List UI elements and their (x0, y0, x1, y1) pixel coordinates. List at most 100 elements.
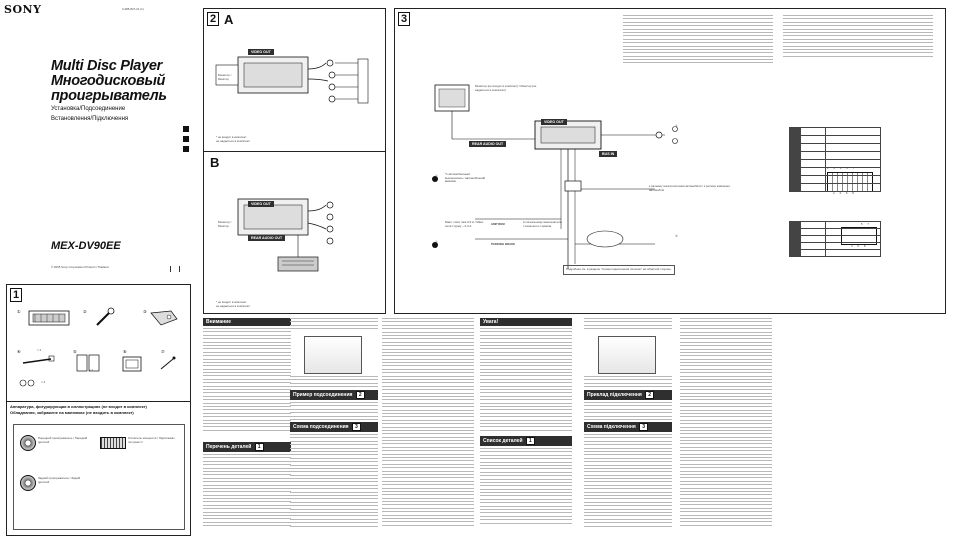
note-b-2: не надається в комплекті (216, 304, 250, 308)
equipment-caption-1: Аппаратура, фигурирующая в иллюстрациях … (10, 404, 147, 409)
copyright: © 2005 Sony Corporation Printed in Thail… (51, 265, 109, 269)
monitor-label-a: Монитор / Монітор (218, 73, 232, 81)
monitor-label: Монитор (не входит в комплект) / Монітор… (475, 84, 537, 92)
text-column-5: Приклад підключення 2 Схема підключення … (584, 318, 672, 538)
brand-logo: SONY (4, 3, 42, 16)
wiring-diagram (432, 84, 678, 269)
part-note-1: × 2 (41, 380, 46, 384)
marker-2: ② (435, 240, 438, 244)
section-2-badge: 2 (207, 12, 220, 26)
subtitle-2: Встановлення/Підключення (51, 116, 129, 122)
note-max: Макс. сила тока 0,3 А / Макс. сила струм… (445, 220, 484, 228)
heading-conn-diagram-badge: 3 (351, 423, 361, 431)
heading-conn-example-ua-text: Приклад підключення (587, 392, 642, 398)
svg-text:③: ③ (143, 309, 147, 314)
part-number: 3-285-827-21 (1) (122, 7, 144, 11)
amp-rem-label: AMP REM (491, 222, 505, 226)
note-light: К сигнальному выключателю стояночного то… (523, 220, 562, 228)
front-player-icon (20, 435, 36, 451)
equipment-box: Передний проигрыватель / Передній диспле… (13, 424, 185, 530)
note-b-1: * не входит в комплект (216, 300, 247, 304)
svg-text:⑦: ⑦ (161, 349, 165, 354)
column-2-illustration (304, 336, 362, 374)
title-en: Multi Disc Player (51, 58, 162, 74)
section-2-box: 2 A VIDEO OUT Монитор / Монітор * не вхо… (203, 8, 386, 314)
note-antenna: к разъёму электропитания автомобиля / к … (649, 184, 730, 192)
model-name: MEX-DV90EE (51, 240, 121, 252)
heading-conn-diagram-ua: Схема підключення 3 (584, 422, 672, 432)
column-5-illustration (598, 336, 656, 374)
video-out-tag: VIDEO OUT (541, 119, 567, 125)
heading-conn-diagram-ua-text: Схема підключення (587, 424, 636, 430)
section-3-notes-text-2 (783, 15, 933, 67)
section-1-badge: 1 (10, 288, 23, 302)
note-reference: Подробнее см. в разделе "Схема подключен… (563, 265, 675, 275)
heading-conn-example: Пример подсоединения 2 (290, 390, 378, 400)
heading-parts-list: Перечень деталей 1 (203, 442, 291, 452)
heading-conn-example-ua-badge: 2 (645, 391, 655, 399)
text-column-4: Увага! Список деталей 1 (480, 318, 572, 538)
svg-text:④: ④ (17, 349, 21, 354)
title-ru-2: проигрыватель (51, 88, 167, 104)
parking-brake-label: PARKING BRAKE (491, 242, 516, 246)
svg-text:②: ② (83, 309, 87, 314)
note-a-1: * не входит в комплект (216, 135, 247, 139)
text-column-3 (382, 318, 474, 538)
marker-4: ④ (675, 234, 678, 238)
pin-table-1 (789, 127, 881, 192)
pin-bottom-numbers: 2 4 6 8 (833, 190, 856, 195)
heading-conn-example-badge: 2 (355, 391, 365, 399)
heading-uvaga: Увага! (480, 318, 572, 326)
svg-text:⑤: ⑤ (73, 349, 77, 354)
front-player-label: Передний проигрыватель / Передній диспле… (38, 436, 88, 444)
heading-conn-example-text: Пример подсоединения (293, 392, 353, 398)
heading-parts-list-badge: 1 (254, 443, 264, 451)
text-column-2: Пример подсоединения 2 Схема подсоединен… (290, 318, 378, 538)
amplifier-icon (100, 437, 126, 449)
heading-parts-list-text: Перечень деталей (206, 444, 252, 450)
rear-audio-out-tag: REAR AUDIO OUT (469, 141, 507, 147)
language-tabs (183, 126, 189, 152)
marker-3: ③ (675, 124, 678, 128)
heading-conn-diagram-text: Схема подсоединения (293, 424, 349, 430)
rear-player-label: Задний проигрыватель / Задній дисплей (38, 476, 81, 484)
svg-text:①: ① (17, 309, 21, 314)
video-out-tag-a: VIDEO OUT (248, 49, 274, 55)
heading-parts-list-ua-text: Список деталей (483, 438, 523, 444)
connection-diagram-a (215, 56, 369, 104)
parts-illustration: ① ② ③ ④ ⑤ ⑥ ⑦ (17, 307, 178, 387)
text-column-1: Внимание Перечень деталей 1 (203, 318, 291, 538)
note-a-2: не надається в комплекті (216, 139, 250, 143)
section-2b-label: B (210, 155, 220, 170)
video-out-tag-b: VIDEO OUT (248, 201, 274, 207)
equipment-caption-2: Обладнання, зображене на малюнках (не вх… (10, 410, 134, 415)
heading-conn-diagram: Схема подсоединения 3 (290, 422, 378, 432)
cover-panel: SONY 3-285-827-21 (1) Multi Disc Player … (0, 0, 196, 280)
section-2a-label: A (224, 12, 234, 27)
marker-1: ① (435, 174, 438, 178)
monitor-label-b: Монитор / Монітор (218, 220, 232, 228)
title-ru-1: Многодисковый (51, 73, 166, 89)
subtitle-1: Установка/Подсоединение (51, 106, 126, 112)
amplifier-label: Усилитель мощности / Підсилювач потужнос… (128, 436, 175, 444)
bus-in-tag: BUS IN (599, 151, 618, 157)
section-1-divider (7, 401, 190, 402)
section-2-divider (204, 151, 385, 152)
section-1-box: 1 ① ② ③ ④ ⑤ ⑥ ⑦ × 2 × 4 × 2 Аппаратура, … (6, 284, 191, 536)
heading-conn-diagram-ua-badge: 3 (639, 423, 648, 431)
crop-marks (170, 266, 180, 272)
section-3-notes-text (623, 15, 773, 67)
heading-parts-list-ua-badge: 1 (525, 437, 535, 445)
rear-audio-out-tag-b: REAR AUDIO OUT (248, 235, 286, 241)
rear-player-icon (20, 475, 36, 491)
heading-parts-list-ua: Список деталей 1 (480, 436, 572, 446)
text-column-6 (680, 318, 772, 538)
section-3-badge: 3 (398, 12, 411, 26)
part-note-3: × 2 (89, 368, 94, 372)
heading-vnimanie: Внимание (203, 318, 291, 326)
part-note-2: × 4 (37, 348, 42, 352)
section-3-box: 3 VIDEO OUT REAR AUDIO OUT BUS IN AMP RE… (394, 8, 946, 314)
svg-text:⑥: ⑥ (123, 349, 127, 354)
note-auto: *1 автомобильный выключатель / автомобіл… (445, 172, 486, 184)
pin-table-2 (789, 221, 881, 257)
